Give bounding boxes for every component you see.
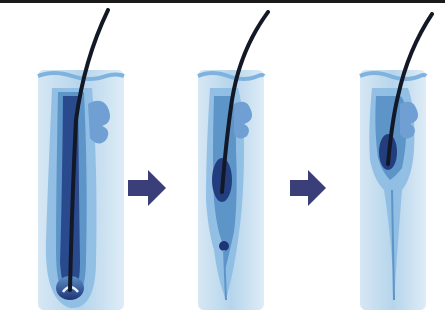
follicle-stage-1 (38, 10, 124, 310)
sebaceous-gland-1 (88, 101, 110, 144)
transition-arrow-2 (290, 170, 326, 206)
papilla-remnant-2 (219, 241, 229, 251)
follicle-stage-2 (198, 12, 268, 310)
follicle-stage-3 (360, 14, 432, 310)
transition-arrow-1 (128, 170, 166, 206)
